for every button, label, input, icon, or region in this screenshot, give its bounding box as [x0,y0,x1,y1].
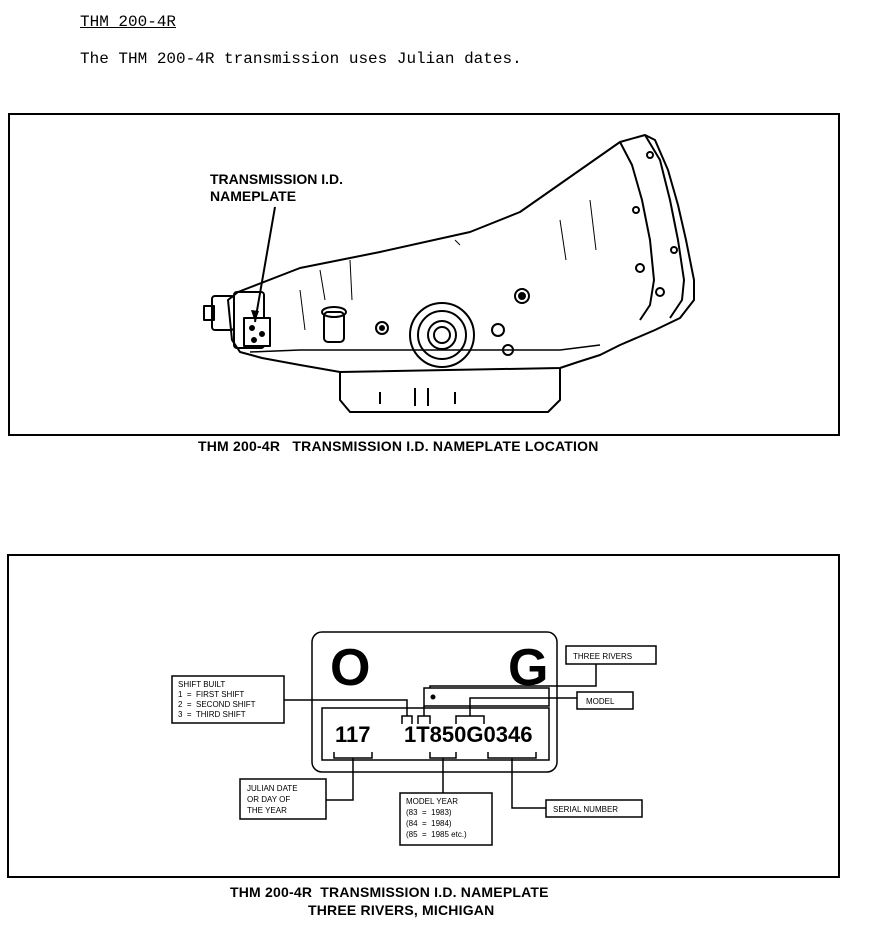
model-window [423,687,550,707]
figure1-caption: THM 200-4R TRANSMISSION I.D. NAMEPLATE L… [198,438,599,454]
model-box [576,691,634,710]
nameplate-callout-line2: NAMEPLATE [210,188,296,204]
julian-date-line3: THE YEAR [247,806,287,815]
shift-built-line3: 2 = SECOND SHIFT [178,700,256,709]
nameplate-leader-arrow [251,310,259,322]
code-window [321,707,550,761]
nameplate-callout-line1: TRANSMISSION I.D. [210,171,343,187]
three-rivers-label: THREE RIVERS [573,652,632,661]
transmission-drawing [203,134,695,413]
shift-built-line1: SHIFT BUILT [178,680,225,689]
model-year-line4: (85 = 1985 etc.) [406,830,467,839]
julian-date-line2: OR DAY OF [247,795,290,804]
intro-text: The THM 200-4R transmission uses Julian … [80,50,522,68]
nameplate-outline [311,631,558,773]
julian-date-line1: JULIAN DATE [247,784,298,793]
julian-date-box [239,778,327,820]
figure1-frame [8,113,840,436]
serial-number-label: SERIAL NUMBER [553,805,618,814]
figure2-caption-line1: THM 200-4R TRANSMISSION I.D. NAMEPLATE [230,884,549,900]
model-label: MODEL [586,697,615,706]
plate-julian-code: 117 [335,722,371,747]
shift-built-line2: 1 = FIRST SHIFT [178,690,244,699]
figure2-caption-line2: THREE RIVERS, MICHIGAN [308,902,495,918]
model-year-line1: MODEL YEAR [406,797,458,806]
plate-letter-left: O [330,639,370,697]
figure2-frame [7,554,840,878]
page-heading: THM 200-4R [80,13,177,31]
nameplate-leader-line [254,206,276,323]
model-year-line2: (83 = 1983) [406,808,452,817]
shift-built-line4: 3 = THIRD SHIFT [178,710,246,719]
shift-built-box [171,675,285,724]
leader-lines [284,664,597,809]
model-year-line3: (84 = 1984) [406,819,452,828]
plate-serial-code: 1T850G0346 [404,722,532,747]
three-rivers-box [565,645,657,665]
model-year-box [399,792,493,846]
serial-number-box [545,799,643,818]
